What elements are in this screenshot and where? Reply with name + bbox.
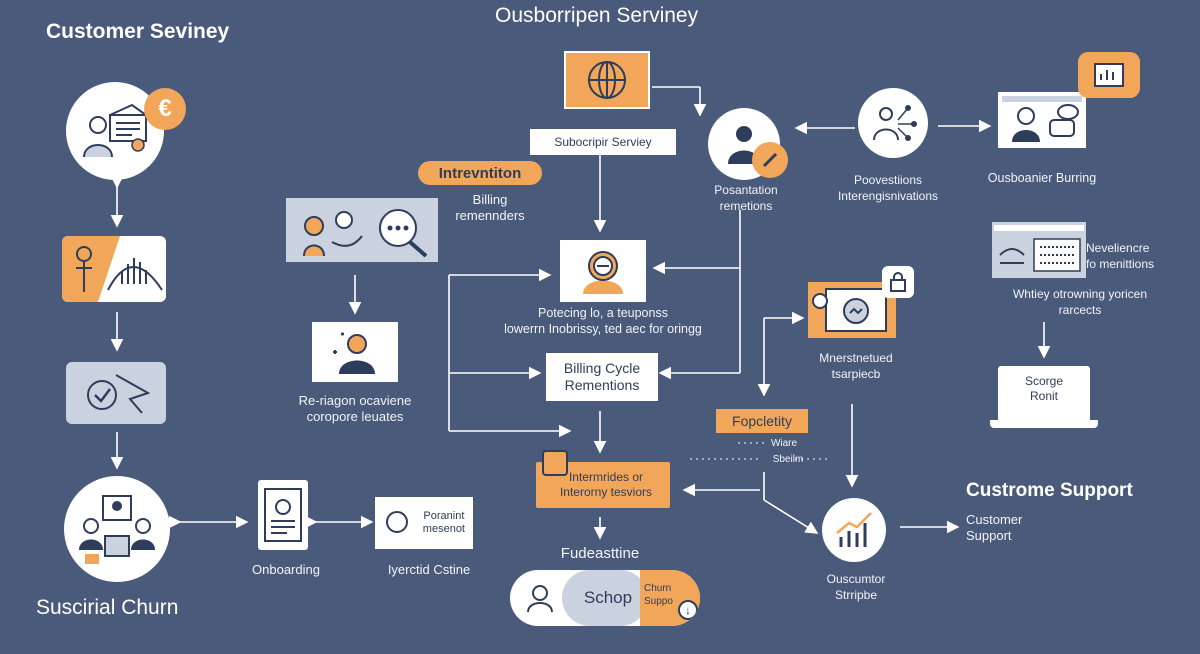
meritmetnued-label: Mnerstnetued tsarpiecb xyxy=(819,351,893,381)
schop-pill[interactable]: Schop Churn Suppo ↓ xyxy=(510,570,700,626)
lock-icon xyxy=(882,266,914,298)
fudeastine-label: Fudeasttine xyxy=(560,545,640,562)
lightbulb-search-icon xyxy=(303,209,428,258)
preference-tile xyxy=(992,222,1086,278)
reengagement-tile xyxy=(312,322,398,382)
download-icon[interactable]: ↓ xyxy=(678,600,698,620)
global-service-tile xyxy=(564,51,650,109)
person-icon xyxy=(527,585,553,613)
meritmetnued-tile xyxy=(808,282,896,338)
analytics-tile xyxy=(62,236,166,302)
diagram-title: Ousborripen Serviney xyxy=(495,4,699,27)
customer-support-label: Customer Support xyxy=(966,512,1023,543)
proactive-label: Poovestiions Interengisnivations xyxy=(837,173,939,203)
clock-icon xyxy=(386,511,408,533)
billing-cycle-box: Billing Cycle Rementions xyxy=(546,353,658,401)
checkmark-icon xyxy=(87,374,151,414)
ouscumtor-label: Ouscumtor Strripbe xyxy=(826,572,886,602)
growth-chart-icon xyxy=(836,512,872,547)
persuasion-label: Posantation remetions xyxy=(714,183,778,213)
observer-burning-label: Ousboanier Burring xyxy=(987,171,1097,185)
person-network-icon xyxy=(873,105,917,141)
user-badge-icon xyxy=(542,450,568,476)
support-agent-tile xyxy=(560,240,646,302)
team-node xyxy=(64,476,170,582)
customer-service-title: Customer Seviney xyxy=(46,20,230,43)
report-bubble-icon xyxy=(1078,52,1140,98)
laptop-base xyxy=(990,420,1098,428)
score-laptop: Scorge Ronit xyxy=(998,366,1090,422)
euro-badge-icon: € xyxy=(144,88,186,130)
iyerctid-label: Iyerctid Cstine xyxy=(387,562,471,577)
preference-label: Neveliencre fo menittions xyxy=(1086,241,1155,271)
interventions-label: Intermrides or Interorny tesviors xyxy=(559,470,653,499)
subscription-service-box: Subocripir Serviey xyxy=(530,129,676,155)
document-icon xyxy=(264,488,302,542)
payment-label: Poranint mesenot xyxy=(422,510,465,535)
chat-user-icon xyxy=(1002,96,1082,142)
billing-cycle-label: Billing Cycle Rementions xyxy=(563,360,641,393)
network-node xyxy=(858,88,928,158)
ideas-tile xyxy=(286,198,438,262)
billing-reminders-label: Billing remennders xyxy=(455,192,525,223)
onboarding-document xyxy=(258,480,308,550)
analytics-icon xyxy=(62,236,163,302)
chat-window-tile xyxy=(998,92,1086,148)
popularity-box: Fopcletity xyxy=(716,409,808,433)
globe-icon xyxy=(588,61,626,99)
growth-node xyxy=(822,498,886,562)
intervention-pill: Intrevntiton xyxy=(418,161,542,185)
approval-tile xyxy=(66,362,166,424)
agent-headset-icon xyxy=(583,251,623,294)
process-icon xyxy=(812,288,887,332)
person-sparkle-icon xyxy=(333,332,375,374)
team-meeting-icon xyxy=(79,495,155,564)
customer-avatar-node xyxy=(66,82,164,180)
wiare-label: Wiare xyxy=(770,438,798,449)
churn-title: Suscirial Churn xyxy=(36,596,179,619)
sbeilm-label: Sbeilm xyxy=(772,454,804,465)
subscription-service-label: Subocripir Serviey xyxy=(554,135,652,149)
onboarding-label: Onboarding xyxy=(252,562,320,577)
schop-label: Schop xyxy=(583,588,633,607)
churn-support-label: Churn Suppo xyxy=(644,583,673,607)
customer-form-icon xyxy=(83,103,150,158)
pencil-badge-icon xyxy=(752,142,788,178)
reengagement-label: Re-riagon ocaviene coropore leuates xyxy=(298,393,412,424)
customer-support-title: Custrome Support xyxy=(966,480,1133,501)
potential-label: Potecing lo, a teuponss lowerrn Inobriss… xyxy=(504,306,702,336)
settings-panel-icon xyxy=(994,225,1084,272)
score-label: Scorge Ronit xyxy=(1024,374,1064,403)
schop-pill-middle xyxy=(562,570,648,626)
whitey-label: Whtiey otrowning yoricen rarcects xyxy=(1012,287,1148,317)
